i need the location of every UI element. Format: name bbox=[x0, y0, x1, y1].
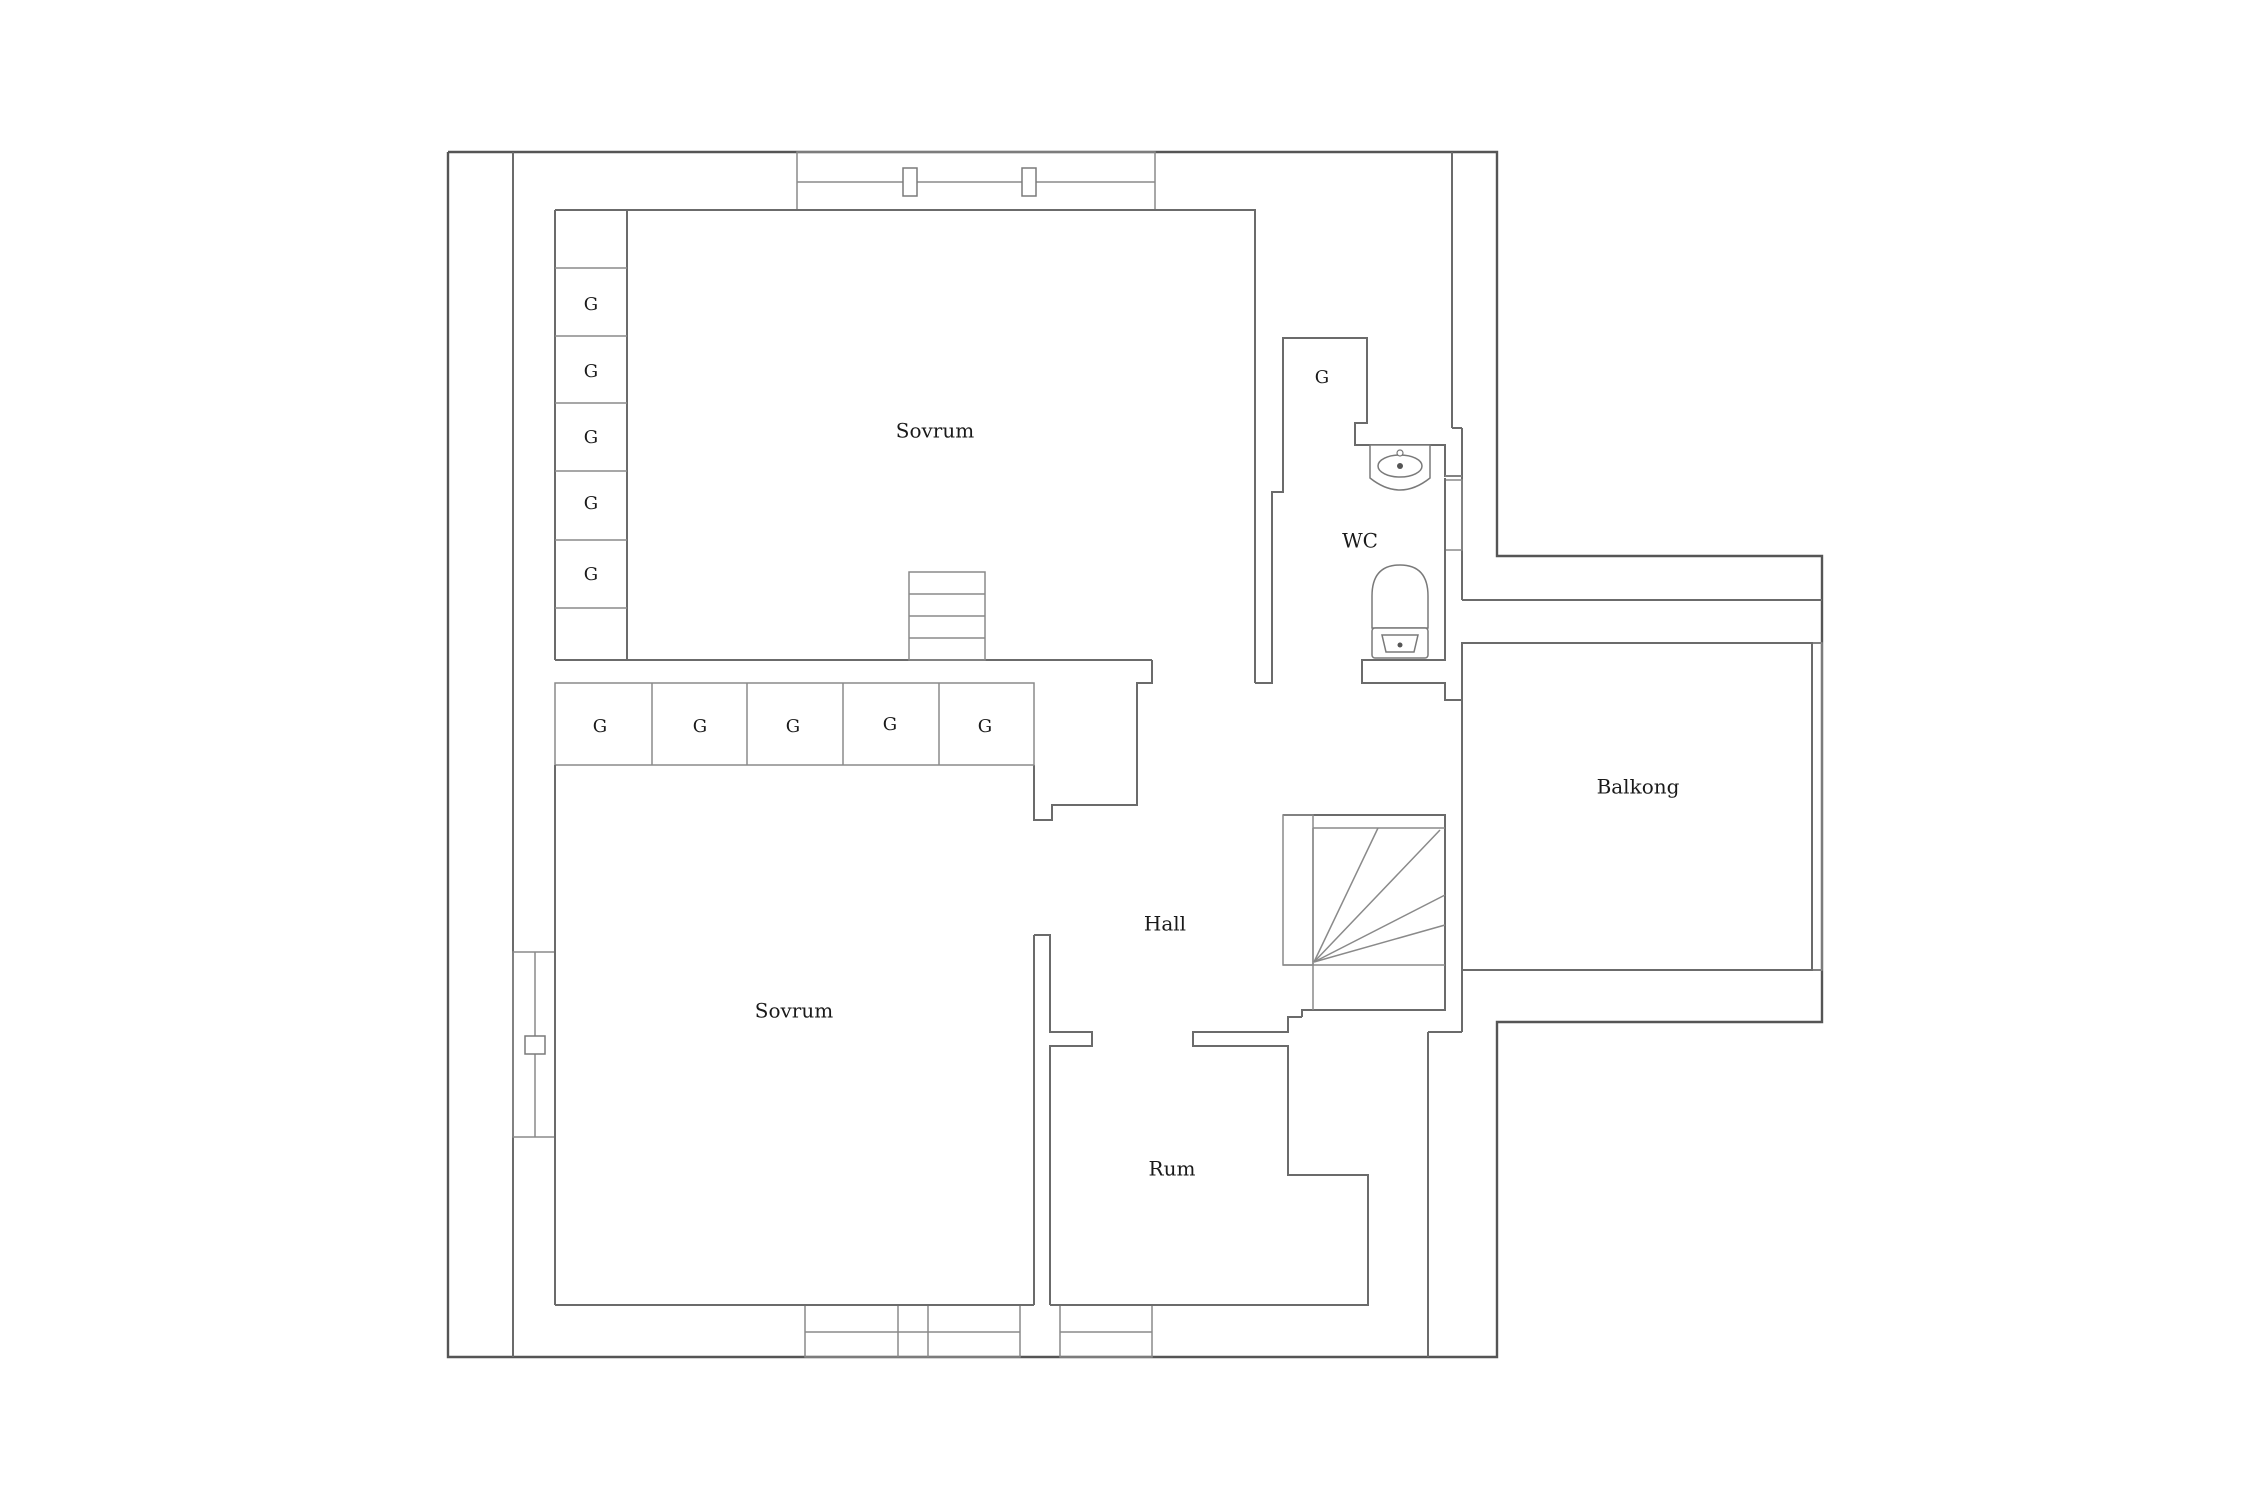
closet-label: G bbox=[584, 294, 598, 315]
closet-label: G bbox=[584, 564, 598, 585]
closet-label-wc: G bbox=[1315, 367, 1329, 388]
room-balkong bbox=[1461, 642, 1813, 971]
room-rum bbox=[1050, 1016, 1369, 1306]
label-wc: WC bbox=[1342, 529, 1378, 553]
labels: Sovrum Sovrum WC Hall Rum Balkong G G G … bbox=[584, 294, 1680, 1181]
closet-label: G bbox=[883, 714, 897, 735]
label-hall: Hall bbox=[1144, 912, 1186, 936]
closet-label: G bbox=[693, 716, 707, 737]
label-balkong: Balkong bbox=[1597, 775, 1680, 799]
closet-label: G bbox=[786, 716, 800, 737]
windows bbox=[512, 151, 1823, 1358]
label-rum: Rum bbox=[1149, 1157, 1196, 1181]
closet-label: G bbox=[584, 361, 598, 382]
room-sovrum-bottom bbox=[554, 765, 1093, 1306]
room-sovrum-top bbox=[554, 209, 1256, 683]
toilet-icon bbox=[1371, 564, 1429, 659]
staircase bbox=[1282, 814, 1446, 1017]
label-sovrum-top: Sovrum bbox=[896, 419, 974, 443]
sink-icon bbox=[1369, 444, 1431, 491]
closet-label: G bbox=[584, 427, 598, 448]
closet-label: G bbox=[978, 716, 992, 737]
closet-label: G bbox=[584, 493, 598, 514]
outer-walls bbox=[446, 150, 1824, 1359]
room-wc bbox=[1255, 337, 1462, 701]
closet-label: G bbox=[593, 716, 607, 737]
closet-row bbox=[554, 660, 1153, 821]
label-sovrum-bottom: Sovrum bbox=[755, 999, 833, 1023]
